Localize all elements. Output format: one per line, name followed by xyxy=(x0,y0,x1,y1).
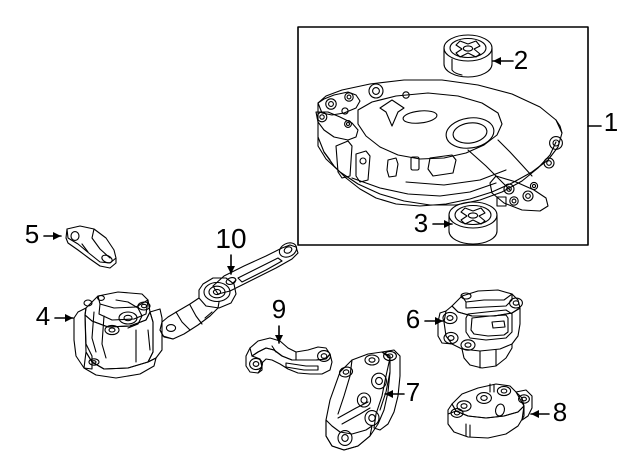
callout-label-1: 1 xyxy=(604,107,618,137)
callout-label-3: 3 xyxy=(414,208,428,238)
part-10-dogbone-torque-strut xyxy=(159,242,299,340)
part-9-s-curved-link-bracket xyxy=(245,337,333,375)
part-2-subframe-bushing-upper xyxy=(443,34,493,78)
subframe-group-frame xyxy=(297,26,589,246)
part-1-subframe-crossmember xyxy=(315,79,563,212)
callout-label-5: 5 xyxy=(25,219,39,249)
callout-label-2: 2 xyxy=(514,45,528,75)
part-3-subframe-bushing-lower xyxy=(448,201,498,245)
part-7-tall-triangular-bracket xyxy=(325,349,401,451)
part-5-small-angled-bracket xyxy=(65,225,117,269)
callout-label-7: 7 xyxy=(406,377,420,407)
callout-label-10: 10 xyxy=(215,223,246,254)
part-6-transmission-mount xyxy=(437,289,523,369)
callout-numbers: 1 2 3 4 5 6 7 8 9 10 xyxy=(25,45,618,427)
callout-label-8: 8 xyxy=(553,397,567,427)
callout-label-6: 6 xyxy=(406,304,420,334)
callout-label-4: 4 xyxy=(36,301,50,331)
part-4-hydraulic-engine-mount xyxy=(73,291,163,379)
callout-leaders xyxy=(43,57,602,418)
part-8-low-profile-bracket xyxy=(447,383,533,439)
callout-label-9: 9 xyxy=(272,294,286,324)
